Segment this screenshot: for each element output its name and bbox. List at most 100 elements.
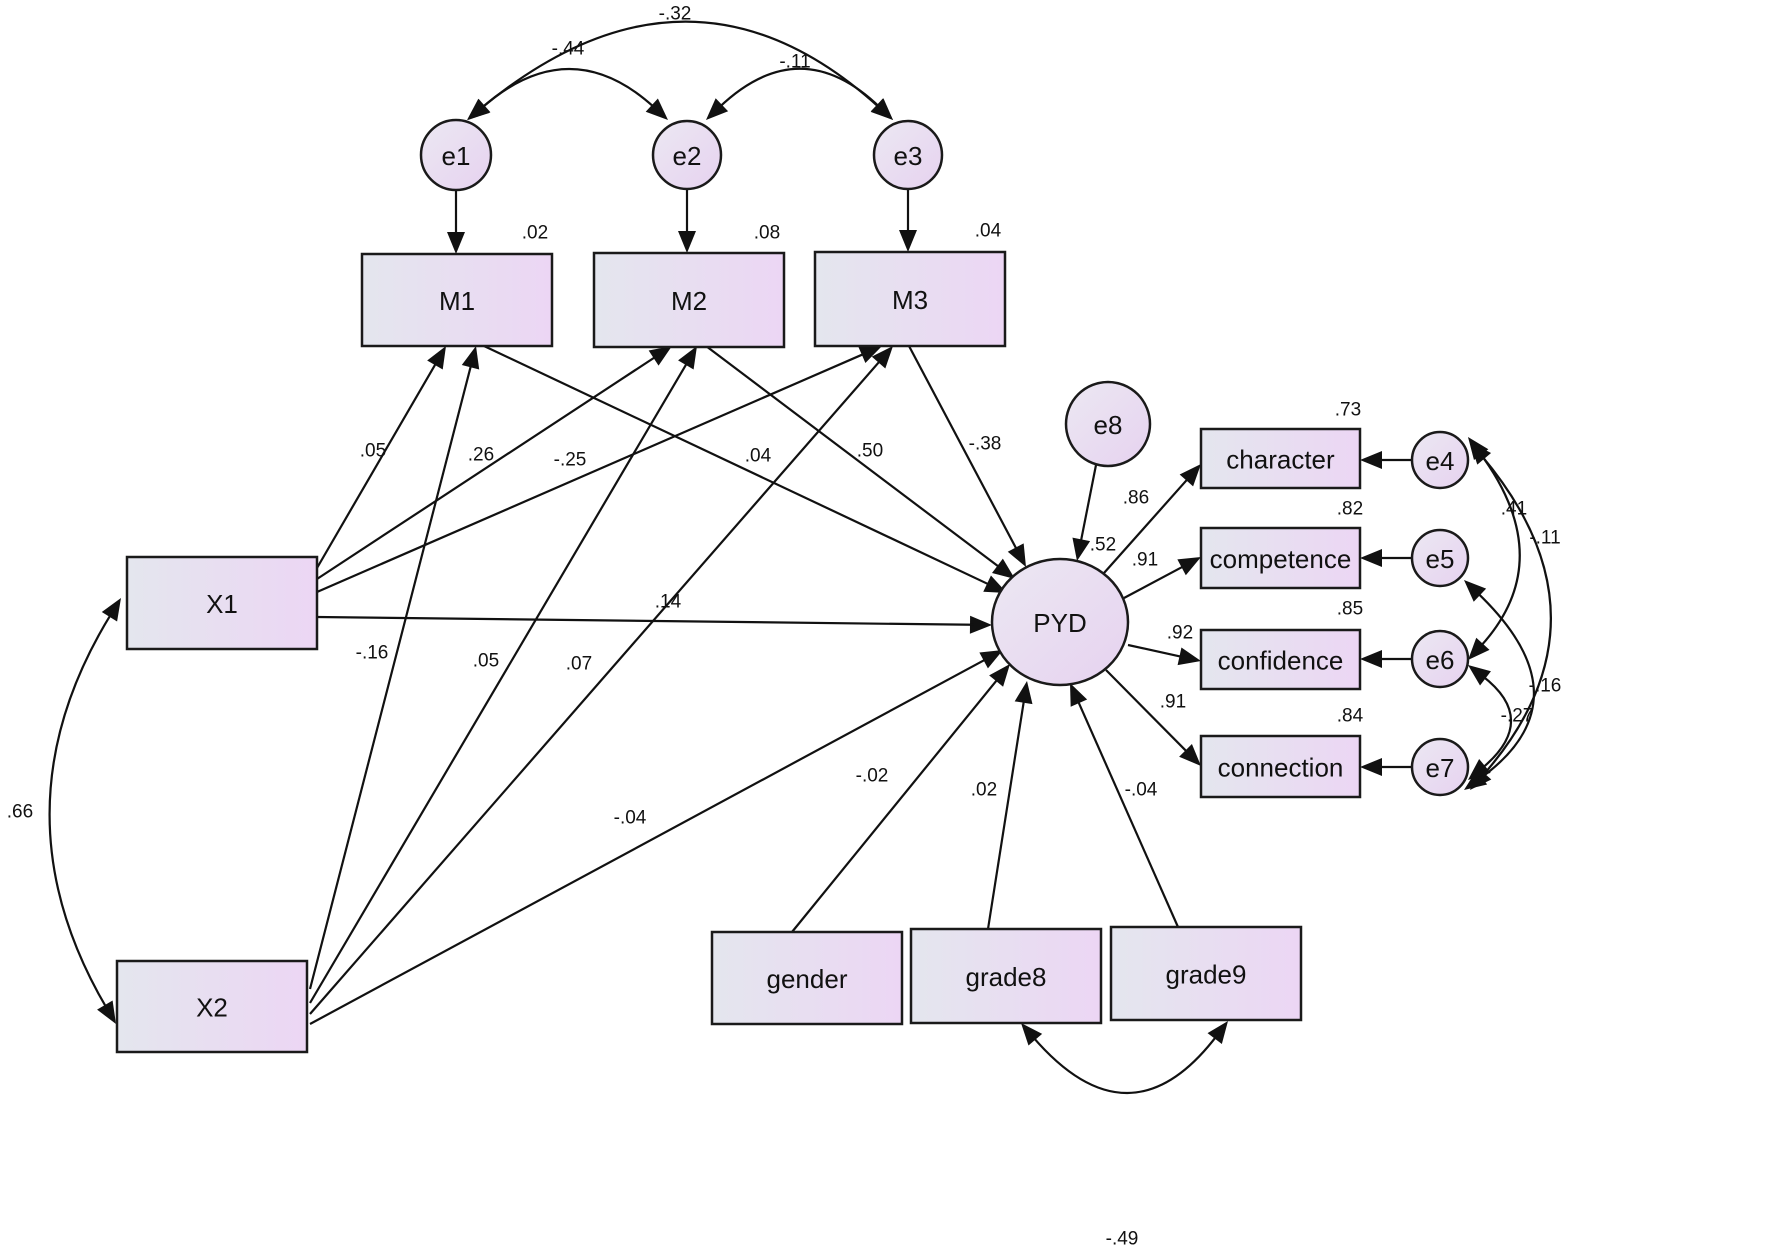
e2-e3-covariance [718, 67, 881, 109]
error-label-e7: e7 [1426, 753, 1455, 783]
X1-M1-path [316, 361, 438, 569]
e4-e6-end-arrowhead [1468, 637, 1490, 660]
PYD-connection-path [1105, 669, 1190, 754]
edges-layer [48, 20, 1552, 1094]
e1-e2-start-arrowhead [468, 98, 491, 120]
error-node-e3 [872, 119, 944, 191]
grade8-PYD-path [986, 698, 1026, 930]
e4-e6-covariance [1477, 450, 1521, 648]
node-m1 [360, 252, 554, 348]
node-competence [1199, 526, 1362, 590]
PYD-confidence-path [1127, 643, 1184, 659]
coef-paths-pyd-character: .86 [1123, 488, 1149, 509]
coef-r-squared-confidence: .85 [1337, 599, 1363, 620]
coef-paths-pyd-competence: .91 [1132, 550, 1158, 571]
node-x2 [115, 959, 309, 1054]
coef-paths-pyd-connection: .91 [1160, 692, 1186, 713]
coef-covariances-e6-e7: -.27 [1501, 706, 1534, 727]
coef-paths-x1-m2: -.16 [356, 643, 389, 664]
e1-e2-end-arrowhead [645, 98, 668, 120]
X1-X2-start-arrowhead [101, 598, 121, 622]
error-node-e7 [1410, 737, 1470, 797]
coef-covariances-e5-e7: -.16 [1529, 676, 1562, 697]
gender-PYD-arrowhead [989, 664, 1010, 687]
coef-paths-x1-pyd: .14 [655, 592, 682, 613]
M2-PYD-path [705, 345, 1002, 570]
coef-covariances-e4-e7: -.11 [1529, 528, 1560, 549]
PYD-character-arrowhead [1179, 464, 1201, 487]
node-label-confidence: confidence [1218, 646, 1344, 676]
e2-e3-end-arrowhead [870, 98, 893, 120]
grade9-PYD-arrowhead [1070, 683, 1088, 707]
coef-r-squared-pyd: .52 [1090, 535, 1116, 556]
e3-M3-arrowhead [899, 230, 917, 252]
coef-r-squared-connection: .84 [1337, 706, 1364, 727]
PYD-character-path [1103, 476, 1190, 574]
X2-M1-arrowhead [461, 346, 480, 370]
X1-PYD-arrowhead [969, 615, 992, 634]
gender-PYD-path [791, 677, 1000, 933]
X1-M2-path [316, 354, 658, 580]
grade8-PYD-arrowhead [1014, 681, 1033, 705]
error-node-e1 [419, 118, 493, 192]
node-connection [1199, 734, 1362, 799]
node-label-x2: X2 [196, 993, 228, 1023]
coef-paths-grade8-pyd: .02 [971, 780, 997, 801]
e8-PYD-path [1079, 464, 1098, 544]
grade9-PYD-path [1076, 699, 1180, 928]
error-node-e4 [1410, 430, 1470, 490]
error-node-e8 [1064, 380, 1152, 468]
coef-paths-grade9-pyd: -.04 [1125, 780, 1158, 801]
grade8-grade9-covariance [1031, 1034, 1218, 1094]
X2-M3-arrowhead [871, 346, 893, 369]
coef-paths-gender-pyd: -.02 [856, 766, 889, 787]
X2-PYD-path [309, 657, 988, 1025]
e6-e7-start-arrowhead [1468, 665, 1491, 686]
e1-e3-covariance [480, 20, 881, 110]
coef-paths-m1-pyd: .04 [745, 446, 772, 467]
M2-PYD-arrowhead [992, 558, 1015, 579]
X2-PYD-arrowhead [979, 650, 1003, 669]
X2-M2-arrowhead [678, 346, 697, 370]
e4-character-arrowhead [1360, 451, 1382, 469]
PYD-confidence-arrowhead [1177, 647, 1201, 666]
M3-PYD-path [908, 345, 1019, 552]
error-label-e3: e3 [894, 141, 923, 171]
node-label-grade8: grade8 [966, 962, 1047, 992]
coef-paths-x1-m3: -.25 [554, 450, 587, 471]
X1-M1-arrowhead [427, 346, 446, 370]
e4-e7-covariance [1480, 455, 1552, 778]
node-grade8 [909, 927, 1103, 1025]
coef-paths-x2-m2: .05 [473, 651, 499, 672]
X1-X2-end-arrowhead [97, 1000, 116, 1024]
PYD-competence-arrowhead [1177, 557, 1201, 576]
node-label-character: character [1226, 445, 1335, 475]
node-label-x1: X1 [206, 589, 238, 619]
X2-M3-path [309, 358, 882, 1015]
grade8-grade9-start-arrowhead [1021, 1023, 1043, 1046]
X1-M3-path [316, 352, 866, 594]
e4-e7-start-arrowhead [1470, 442, 1492, 465]
latent-label-pyd: PYD [1033, 608, 1086, 638]
coef-paths-x1-m1: .05 [360, 441, 386, 462]
coef-r-squared-competence: .82 [1337, 499, 1363, 520]
coef-r-squared-m3: .04 [975, 221, 1002, 242]
labels-layer: .02.08.04.52.73.82.85.84.05.26-.25.04.50… [7, 4, 1562, 1250]
X2-M1-path [308, 363, 473, 990]
error-node-e5 [1410, 528, 1470, 588]
node-label-m3: M3 [892, 285, 928, 315]
node-label-m1: M1 [439, 286, 475, 316]
X1-PYD-path [316, 615, 975, 626]
error-label-e2: e2 [673, 141, 702, 171]
coef-covariances-e4-e6: .41 [1501, 499, 1527, 520]
coef-covariances-e2-e3: -.11 [779, 52, 810, 73]
e6-e7-end-arrowhead [1468, 759, 1491, 780]
error-node-e2 [651, 119, 723, 191]
coef-paths-x2-pyd: -.04 [614, 808, 647, 829]
e8-PYD-arrowhead [1072, 537, 1091, 561]
X2-M2-path [309, 360, 689, 1004]
error-label-e6: e6 [1426, 645, 1455, 675]
X1-M3-arrowhead [858, 346, 882, 364]
